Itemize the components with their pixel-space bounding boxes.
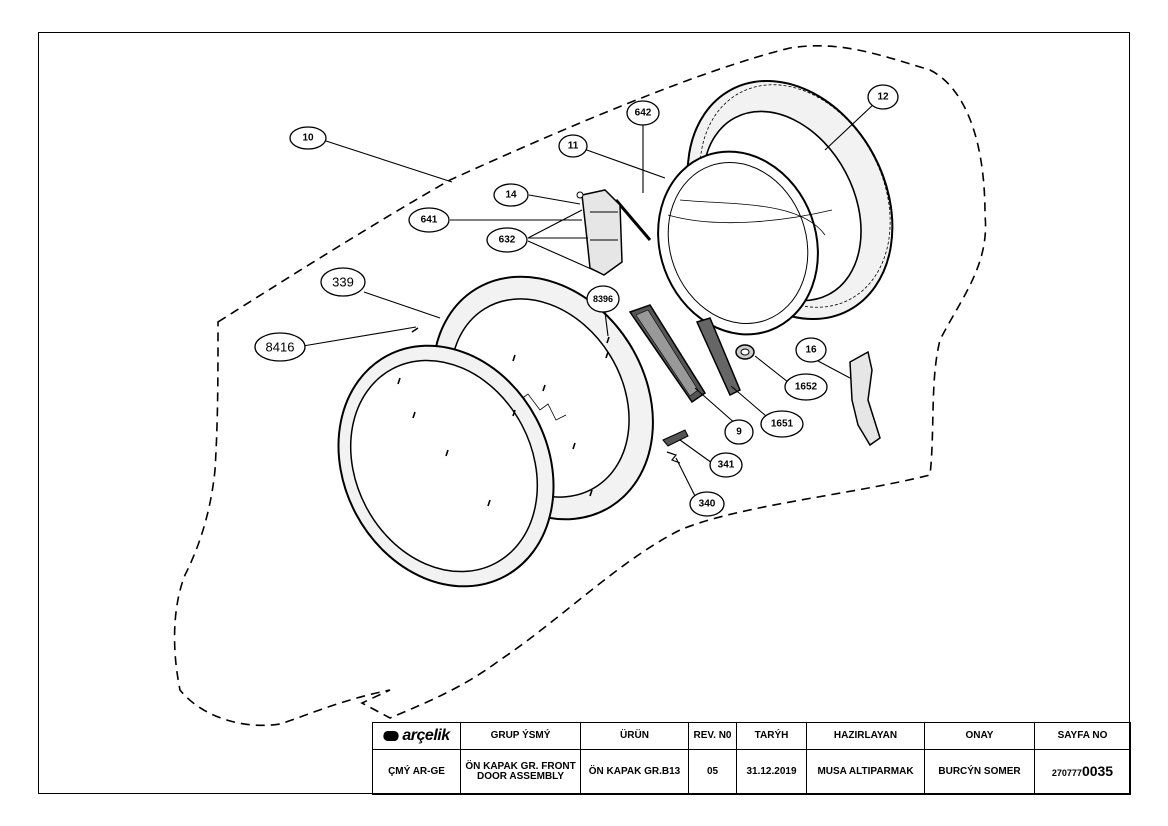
svg-text:1651: 1651 xyxy=(771,419,794,430)
svg-text:10: 10 xyxy=(302,133,314,144)
value-approval: BURCÝN SOMER xyxy=(924,749,1035,795)
value-group-name: ÖN KAPAK GR. FRONT DOOR ASSEMBLY xyxy=(460,749,581,795)
svg-text:642: 642 xyxy=(635,108,652,119)
svg-text:16: 16 xyxy=(805,345,817,356)
part-14-hinge xyxy=(576,189,623,276)
value-sheet-no: 2707770035 xyxy=(1034,749,1131,795)
svg-text:8396: 8396 xyxy=(593,294,613,304)
assembly-boundary-outline xyxy=(173,45,987,727)
header-approval: ONAY xyxy=(924,722,1035,750)
value-revision: 05 xyxy=(688,749,737,795)
callout-8396: 8396 xyxy=(586,285,620,313)
part-10-front-door-ring xyxy=(337,344,555,588)
callout-339: 339 xyxy=(320,267,366,297)
svg-text:9: 9 xyxy=(736,427,742,438)
header-group-name: GRUP ÝSMÝ xyxy=(460,722,581,750)
value-prepared-by: MUSA ALTIPARMAK xyxy=(806,749,925,795)
sheet-no-suffix: 0035 xyxy=(1081,763,1114,780)
svg-text:1652: 1652 xyxy=(795,382,818,393)
header-prepared-by: HAZIRLAYAN xyxy=(806,722,925,750)
svg-text:8416: 8416 xyxy=(266,340,295,355)
header-revision: REV. N0 xyxy=(688,722,737,750)
callout-341: 341 xyxy=(709,452,743,478)
svg-text:339: 339 xyxy=(332,275,354,290)
callout-1651: 1651 xyxy=(760,410,804,438)
part-1652-washer xyxy=(735,344,755,360)
callout-340: 340 xyxy=(689,491,725,517)
part-11-door-glass xyxy=(657,150,833,336)
callout-12: 12 xyxy=(867,84,899,110)
part-341-latch xyxy=(662,429,689,447)
part-340-spring xyxy=(666,451,681,464)
part-9-door-handle xyxy=(628,304,707,404)
callout-14: 14 xyxy=(493,183,529,207)
callout-641: 641 xyxy=(408,207,450,233)
svg-text:11: 11 xyxy=(568,141,579,152)
screws xyxy=(397,327,610,507)
callout-16: 16 xyxy=(795,337,827,363)
callout-8416: 8416 xyxy=(254,332,306,362)
arcelik-logo-icon xyxy=(381,730,402,741)
svg-text:341: 341 xyxy=(718,460,735,471)
value-product: ÖN KAPAK GR.B13 xyxy=(580,749,689,795)
part-1651-lever xyxy=(695,317,741,397)
svg-text:12: 12 xyxy=(877,92,889,103)
callout-1652: 1652 xyxy=(784,373,828,401)
svg-text:641: 641 xyxy=(421,215,438,226)
callout-632: 632 xyxy=(486,227,528,253)
part-642-pin xyxy=(614,199,652,241)
svg-text:14: 14 xyxy=(505,190,517,201)
header-sheet-no: SAYFA NO xyxy=(1034,722,1131,750)
callout-9: 9 xyxy=(724,419,754,445)
svg-text:632: 632 xyxy=(499,235,516,246)
header-date: TARÝH xyxy=(736,722,807,750)
sheet-no-prefix: 270777 xyxy=(1051,768,1082,779)
value-date: 31.12.2019 xyxy=(736,749,807,795)
header-product: ÜRÜN xyxy=(580,722,689,750)
value-department: ÇMÝ AR-GE xyxy=(372,749,461,795)
callout-11: 11 xyxy=(558,134,588,158)
title-block: arçelik GRUP ÝSMÝ ÜRÜN REV. N0 TARÝH HAZ… xyxy=(372,722,1131,795)
part-16-bracket xyxy=(849,350,881,447)
company-logo: arçelik xyxy=(372,722,461,750)
svg-text:340: 340 xyxy=(699,499,716,510)
callout-642: 642 xyxy=(626,100,660,126)
callout-10: 10 xyxy=(289,126,327,150)
